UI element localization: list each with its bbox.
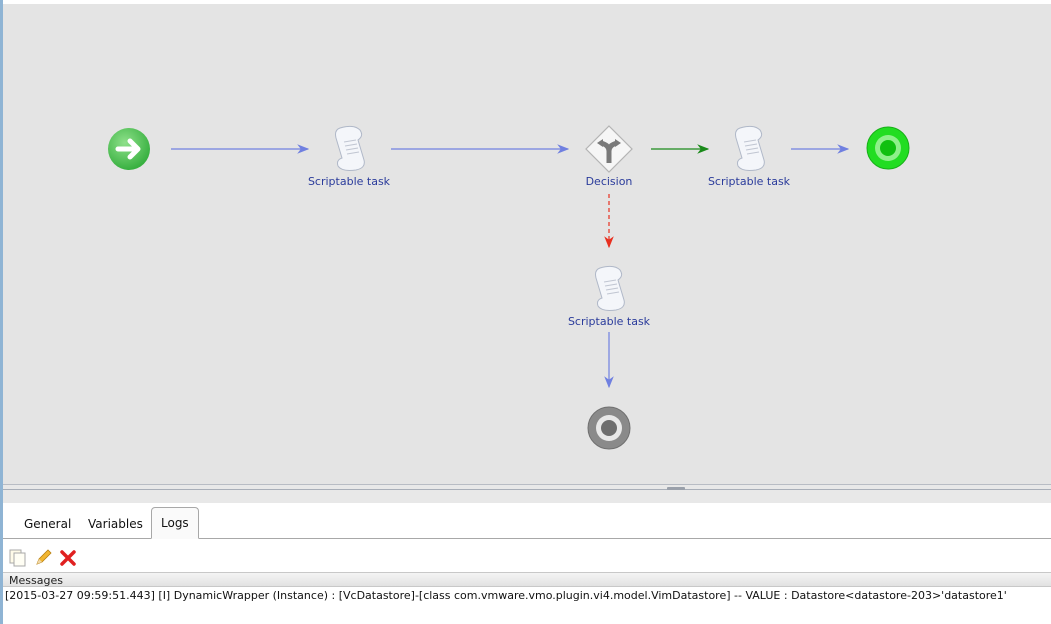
node-label: Scriptable task (707, 175, 791, 188)
log-message-row[interactable]: [2015-03-27 09:59:51.443] [I] DynamicWra… (5, 589, 1007, 602)
window-edge (0, 0, 3, 624)
workflow-schema-canvas[interactable]: Scriptable task Decision Scriptable task… (3, 4, 1051, 484)
start-node[interactable] (107, 127, 151, 175)
decision-node[interactable] (585, 125, 633, 177)
bottom-panel: General Variables Logs Messages [2015-03… (3, 503, 1051, 624)
start-arrow-icon (108, 128, 150, 170)
script-scroll-icon (595, 265, 625, 311)
tab-logs[interactable]: Logs (151, 507, 199, 539)
messages-column-header[interactable]: Messages (3, 572, 1051, 587)
node-label: Scriptable task (567, 315, 651, 328)
scriptable-task-node[interactable] (590, 264, 628, 316)
workflow-links (171, 144, 850, 389)
node-label: Decision (585, 175, 633, 188)
scriptable-task-node[interactable] (730, 124, 768, 176)
end-target-grey-icon (587, 406, 631, 450)
copy-icon[interactable] (9, 549, 27, 567)
end-node-success[interactable] (866, 126, 910, 174)
tab-general[interactable]: General (24, 517, 72, 531)
pencil-icon[interactable] (34, 549, 52, 567)
end-node-error[interactable] (587, 406, 631, 454)
tab-variables[interactable]: Variables (88, 517, 143, 531)
script-scroll-icon (735, 125, 765, 171)
end-target-icon (866, 126, 910, 170)
top-border (3, 0, 1051, 4)
splitter-grip[interactable] (667, 487, 685, 490)
decision-fork-icon (585, 125, 633, 173)
panel-splitter[interactable] (3, 484, 1051, 504)
tab-bar: General Variables Logs (3, 503, 1051, 539)
delete-icon[interactable] (59, 549, 77, 567)
script-scroll-icon (335, 125, 365, 171)
scriptable-task-node[interactable] (330, 124, 368, 176)
splitter-line (3, 489, 1051, 490)
node-label: Scriptable task (307, 175, 391, 188)
